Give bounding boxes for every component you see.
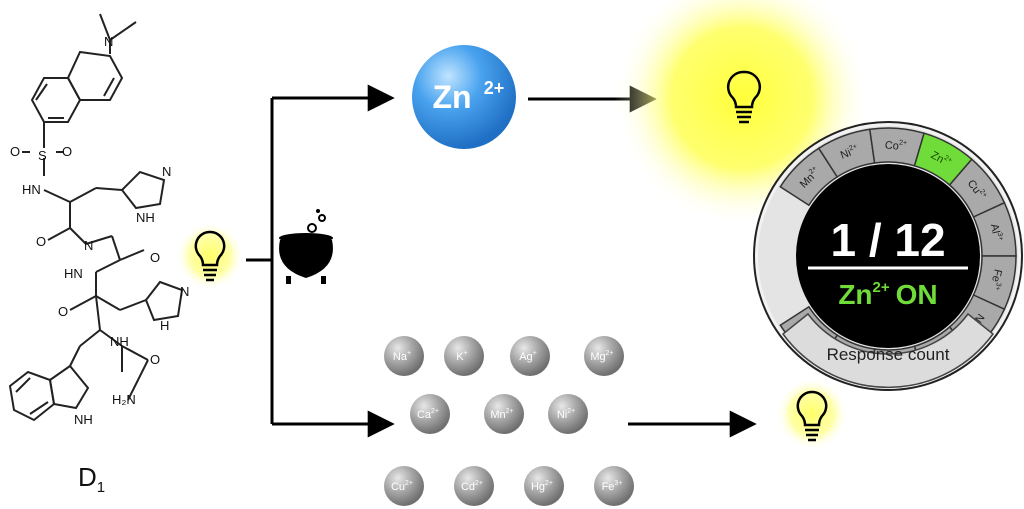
cauldron-icon [279,209,333,284]
ion-symbol: Na+ [393,350,411,363]
ion-symbol: K+ [456,350,467,363]
atom-n-imidazole-1: N [162,164,171,179]
ion-charge: + [407,350,411,357]
ion-sphere-k: K+ [444,336,484,376]
compound-structure [8,13,184,422]
ion-charge: 2+ [506,408,514,415]
ion-sphere-na: Na+ [384,336,424,376]
ion-sphere-ni: Ni2+ [548,394,588,434]
atom-o-left: O [10,144,20,159]
atom-hn-5: HN [64,266,83,281]
atom-o-8: O [150,352,160,367]
dial-status-word: ON [896,279,938,310]
branch-connector [246,98,274,424]
atom-n-imidazole-2: N [180,284,189,299]
ion-symbol: Ag+ [519,350,537,363]
ion-charge: 2+ [567,408,575,415]
dial-center [796,164,980,348]
atom-o-right: O [62,144,72,159]
ion-charge: + [533,350,537,357]
zn-ion-sphere: Zn 2+ [412,45,516,149]
atom-nh-7: NH [110,334,129,349]
atom-s: S [38,148,47,163]
atom-o-4: O [150,250,160,265]
zn-symbol: Zn [432,79,471,115]
compound-label-main: D [78,462,97,492]
ion-sphere-ca: Ca2+ [410,394,450,434]
atom-o-2: O [36,234,46,249]
ion-charge: 2+ [431,408,439,415]
atom-n-dimethylamino: N [104,34,113,49]
atom-h2n: H₂N [112,392,136,407]
compound-label: D1 [78,462,105,496]
dial-caption: Response count [827,345,950,364]
ion-charge: 2+ [606,350,614,357]
ion-sphere-fe: Fe3+ [594,466,634,506]
atom-nh-imidazole-1: NH [136,210,155,225]
dial-status-charge: 2+ [873,279,890,296]
ion-sphere-ag: Ag+ [510,336,550,376]
atom-o-6: O [58,304,68,319]
dial-status: Zn2+ ON [838,279,937,310]
ion-charge: 3+ [614,480,622,487]
dial-caption-band [781,312,995,389]
atom-nh-indole: NH [74,412,93,427]
compound-atom-labels: N S O O HN O N N NH O HN O N H NH O H₂N … [10,34,189,427]
ion-charge: 2+ [545,480,553,487]
other-ions-group: Na+ K+ Ag+ Mg2+ Ca2+ Mn2+ Ni2+ Cu2+ Cd2+ Hg2+ Fe3+ [384,336,634,506]
atom-n-3: N [84,238,93,253]
ion-charge: 2+ [405,480,413,487]
ion-sphere-cu: Cu2+ [384,466,424,506]
lightbulb-icon [776,378,848,450]
atom-h-imidazole-2: H [160,318,169,333]
ion-charge: + [464,350,468,357]
compound-label-subscript: 1 [96,479,106,497]
zn-charge: 2+ [484,78,505,98]
ion-sphere-mg: Mg2+ [584,336,624,376]
ion-sphere-mn: Mn2+ [484,394,524,434]
response-count-dial: Mn2+Ni2+Co2+Zn2+Cu2+Al3+Fe3+Na+K+Ag+Mg2+… [753,121,1023,391]
ion-sphere-cd: Cd2+ [454,466,494,506]
response-count: 1 / 12 [830,214,945,266]
ion-sphere-hg: Hg2+ [524,466,564,506]
lightbulb-icon [176,222,244,290]
dial-status-ion: Zn [838,279,872,310]
atom-hn-1: HN [22,182,41,197]
ion-charge: 2+ [475,480,483,487]
